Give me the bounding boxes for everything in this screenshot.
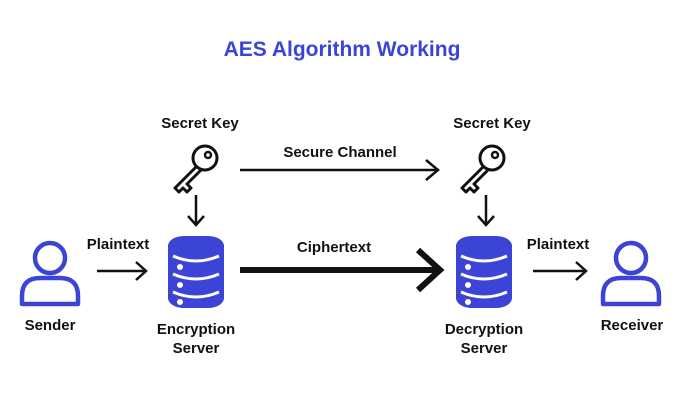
secret-key-right-label: Secret Key	[453, 115, 531, 132]
ciphertext-label: Ciphertext	[296, 239, 372, 256]
ciphertext-arrow	[240, 247, 445, 293]
secret-key-right-icon	[460, 144, 506, 194]
key-to-encryption-arrow	[187, 195, 205, 227]
plaintext-out-label: Plaintext	[526, 236, 590, 253]
decryption-database-icon	[454, 234, 514, 310]
secure-channel-arrow	[240, 159, 440, 181]
secret-key-left-icon	[173, 144, 219, 194]
sender-user-icon	[22, 243, 78, 304]
secret-key-left-label: Secret Key	[161, 115, 239, 132]
key-to-decryption-arrow	[477, 195, 495, 227]
diagram-title: AES Algorithm Working	[223, 38, 461, 61]
encryption-server-label: Encryption Server	[157, 320, 235, 358]
encryption-server-label-line2: Server	[172, 340, 220, 357]
decryption-server-label: Decryption Server	[445, 320, 523, 358]
secure-channel-label: Secure Channel	[283, 144, 397, 161]
plaintext-out-arrow	[533, 261, 588, 281]
plaintext-in-arrow	[97, 261, 148, 281]
plaintext-in-label: Plaintext	[86, 236, 150, 253]
receiver-user-icon	[603, 243, 659, 304]
decryption-server-label-line1: Decryption	[444, 321, 524, 338]
receiver-label: Receiver	[600, 317, 664, 334]
sender-label: Sender	[24, 317, 76, 334]
encryption-server-label-line1: Encryption	[156, 321, 236, 338]
decryption-server-label-line2: Server	[460, 340, 508, 357]
encryption-database-icon	[166, 234, 226, 310]
